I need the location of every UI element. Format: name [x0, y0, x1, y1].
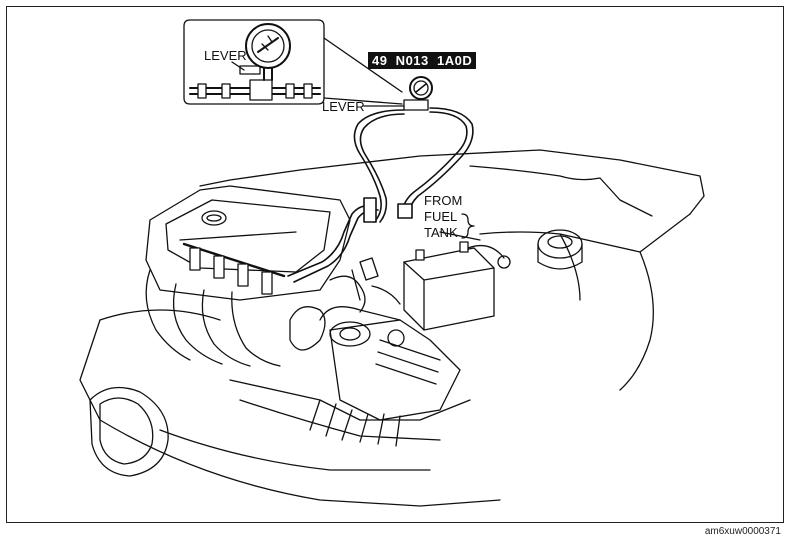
- tool-code-label: 49 N013 1A0D: [368, 52, 477, 69]
- lever-label-main: LEVER: [322, 99, 365, 114]
- lever-label-inset: LEVER: [204, 48, 247, 63]
- misc-hoses: [329, 257, 401, 313]
- fuel-pressure-gauge: [363, 76, 433, 111]
- lever-inset-box: [183, 19, 403, 105]
- from-label: FROM: [424, 193, 463, 208]
- reservoir-cap: [537, 229, 583, 270]
- air-cleaner: [289, 306, 461, 421]
- engine-cylinder-head: [145, 185, 351, 367]
- battery: [403, 241, 511, 331]
- fuel-label: FUEL: [424, 209, 458, 224]
- figure-code: am6xuw0000371: [704, 526, 781, 537]
- tank-label: TANK: [424, 225, 458, 240]
- vehicle-body-outline: [79, 149, 705, 507]
- diagram-frame: [6, 6, 784, 523]
- from-fuel-tank-brace: [439, 213, 481, 241]
